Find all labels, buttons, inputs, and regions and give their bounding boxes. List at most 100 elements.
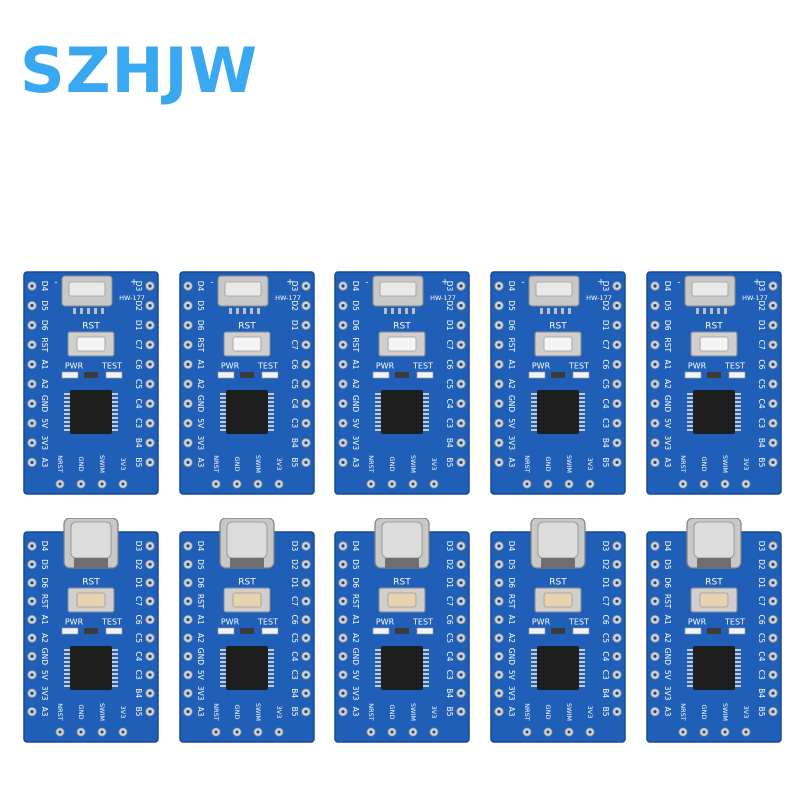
- reset-button-cap: [76, 336, 106, 352]
- pin-hole: [341, 402, 345, 406]
- pin-hole: [615, 562, 619, 566]
- pin-label: NRST: [367, 455, 375, 473]
- pin-hole: [771, 636, 775, 640]
- pin-label: 5V: [507, 418, 516, 429]
- type-c-shield: [541, 558, 575, 568]
- pin-hole: [459, 562, 463, 566]
- pcb: [490, 271, 626, 495]
- pin-hole: [148, 599, 152, 603]
- pin-label: A3: [351, 707, 360, 717]
- smd-resistor: [84, 372, 98, 378]
- pin-label: D4: [40, 281, 49, 292]
- pin-label: 3V3: [507, 435, 516, 450]
- pin-hole: [148, 382, 152, 386]
- pin-label: D1: [445, 320, 454, 331]
- chip-pin: [423, 681, 429, 683]
- usb-pin: [384, 308, 387, 314]
- minus-label: -: [54, 278, 57, 288]
- pin-hole: [546, 730, 550, 734]
- pin-label: SWIM: [565, 703, 573, 721]
- smd-resistor: [551, 628, 565, 634]
- stm8-chip: [693, 646, 735, 690]
- usb-pin: [250, 308, 253, 314]
- chip-pin: [220, 429, 226, 431]
- chip-pin: [423, 393, 429, 395]
- usb-pin: [717, 308, 720, 314]
- test-led-label: TEST: [101, 362, 122, 371]
- pin-label: D2: [290, 300, 299, 311]
- pin-label: A3: [196, 457, 205, 467]
- pin-hole: [567, 482, 571, 486]
- pin-hole: [497, 284, 501, 288]
- pin-label: B5: [601, 457, 610, 467]
- power-led-label: PWR: [376, 362, 395, 371]
- pin-label: RST: [663, 338, 672, 353]
- pin-hole: [341, 460, 345, 464]
- reset-button-cap: [543, 336, 573, 352]
- chip-pin: [579, 665, 585, 667]
- pin-label: GND: [77, 457, 85, 472]
- chip-pin: [735, 649, 741, 651]
- pin-hole: [459, 581, 463, 585]
- chip-pin: [579, 657, 585, 659]
- pin-label: C6: [290, 615, 299, 625]
- pin-label: D5: [351, 559, 360, 570]
- chip-pin: [687, 665, 693, 667]
- chip-pin: [64, 673, 70, 675]
- pin-hole: [497, 304, 501, 308]
- chip-pin: [112, 401, 118, 403]
- chip-pin: [375, 425, 381, 427]
- pin-label: D5: [663, 559, 672, 570]
- usb-pin: [398, 308, 401, 314]
- chip-pin: [423, 401, 429, 403]
- pin-label: A1: [507, 615, 516, 625]
- pin-label: SWIM: [98, 703, 106, 721]
- pin-hole: [148, 343, 152, 347]
- pin-label: 5V: [196, 418, 205, 429]
- pin-hole: [30, 636, 34, 640]
- chip-pin: [735, 413, 741, 415]
- pin-hole: [459, 362, 463, 366]
- pin-hole: [771, 710, 775, 714]
- pin-label: RST: [351, 338, 360, 353]
- test-led: [728, 627, 746, 635]
- pin-hole: [567, 730, 571, 734]
- chip-pin: [735, 657, 741, 659]
- reset-label: RST: [238, 322, 256, 332]
- stm8-chip: [537, 390, 579, 434]
- pin-hole: [497, 562, 501, 566]
- pin-hole: [771, 460, 775, 464]
- chip-pin: [579, 649, 585, 651]
- chip-pin: [687, 661, 693, 663]
- chip-pin: [220, 665, 226, 667]
- power-led: [528, 627, 546, 635]
- test-led: [416, 627, 434, 635]
- pin-label: GND: [544, 457, 552, 472]
- smd-resistor: [240, 372, 254, 378]
- stm8-chip: [70, 646, 112, 690]
- pin-hole: [390, 730, 394, 734]
- chip-pin: [220, 681, 226, 683]
- pcb: [179, 271, 315, 495]
- type-c-shield: [385, 558, 419, 568]
- chip-pin: [64, 669, 70, 671]
- pin-label: B4: [134, 688, 143, 698]
- chip-pin: [375, 673, 381, 675]
- pin-label: C3: [757, 418, 766, 428]
- pin-label: C6: [601, 615, 610, 625]
- pin-label: 5V: [351, 670, 360, 681]
- chip-pin: [64, 429, 70, 431]
- chip-pin: [531, 413, 537, 415]
- pin-label: D5: [351, 300, 360, 311]
- pin-hole: [653, 402, 657, 406]
- pin-hole: [186, 323, 190, 327]
- usb-pin: [87, 308, 90, 314]
- pin-hole: [148, 402, 152, 406]
- pin-label: A2: [507, 379, 516, 389]
- pin-label: D5: [196, 559, 205, 570]
- plus-label: +: [753, 278, 761, 288]
- chip-pin: [735, 669, 741, 671]
- chip-pin: [112, 657, 118, 659]
